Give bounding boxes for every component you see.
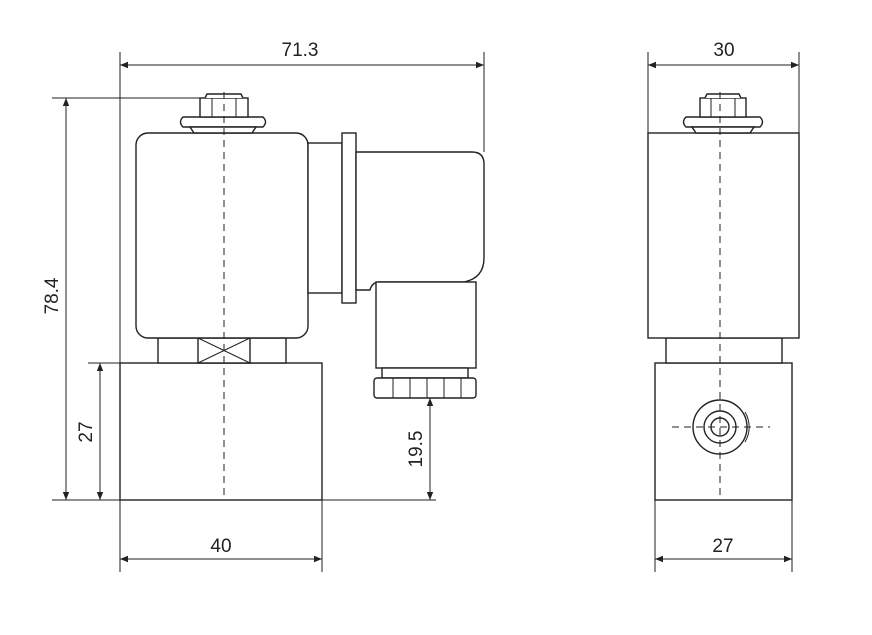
side-stem — [665, 337, 783, 364]
front-top-nut — [179, 93, 267, 134]
side-top-nut — [682, 93, 764, 134]
side-view — [647, 92, 800, 501]
front-knurled-nut — [373, 367, 477, 399]
front-connector-neck — [307, 142, 343, 294]
front-cable-gland — [375, 281, 477, 369]
side-coil — [647, 132, 800, 339]
front-view — [119, 92, 485, 501]
dim-overall-height: 78.4 — [42, 277, 63, 314]
side-dimensions: 30 27 — [647, 40, 800, 572]
dim-connector-height: 19.5 — [406, 431, 427, 468]
front-valve-body — [119, 362, 323, 501]
dim-side-body-width: 27 — [712, 536, 733, 557]
dim-side-width: 30 — [713, 40, 734, 61]
front-coil — [135, 132, 309, 339]
dim-body-height: 27 — [76, 421, 97, 442]
front-connector-plug — [355, 151, 485, 291]
front-connector-flange — [341, 132, 357, 304]
dim-body-width-front: 40 — [210, 536, 231, 557]
front-dimensions: 71.3 78.4 27 19.5 40 — [42, 40, 485, 572]
dim-overall-width: 71.3 — [282, 40, 319, 61]
